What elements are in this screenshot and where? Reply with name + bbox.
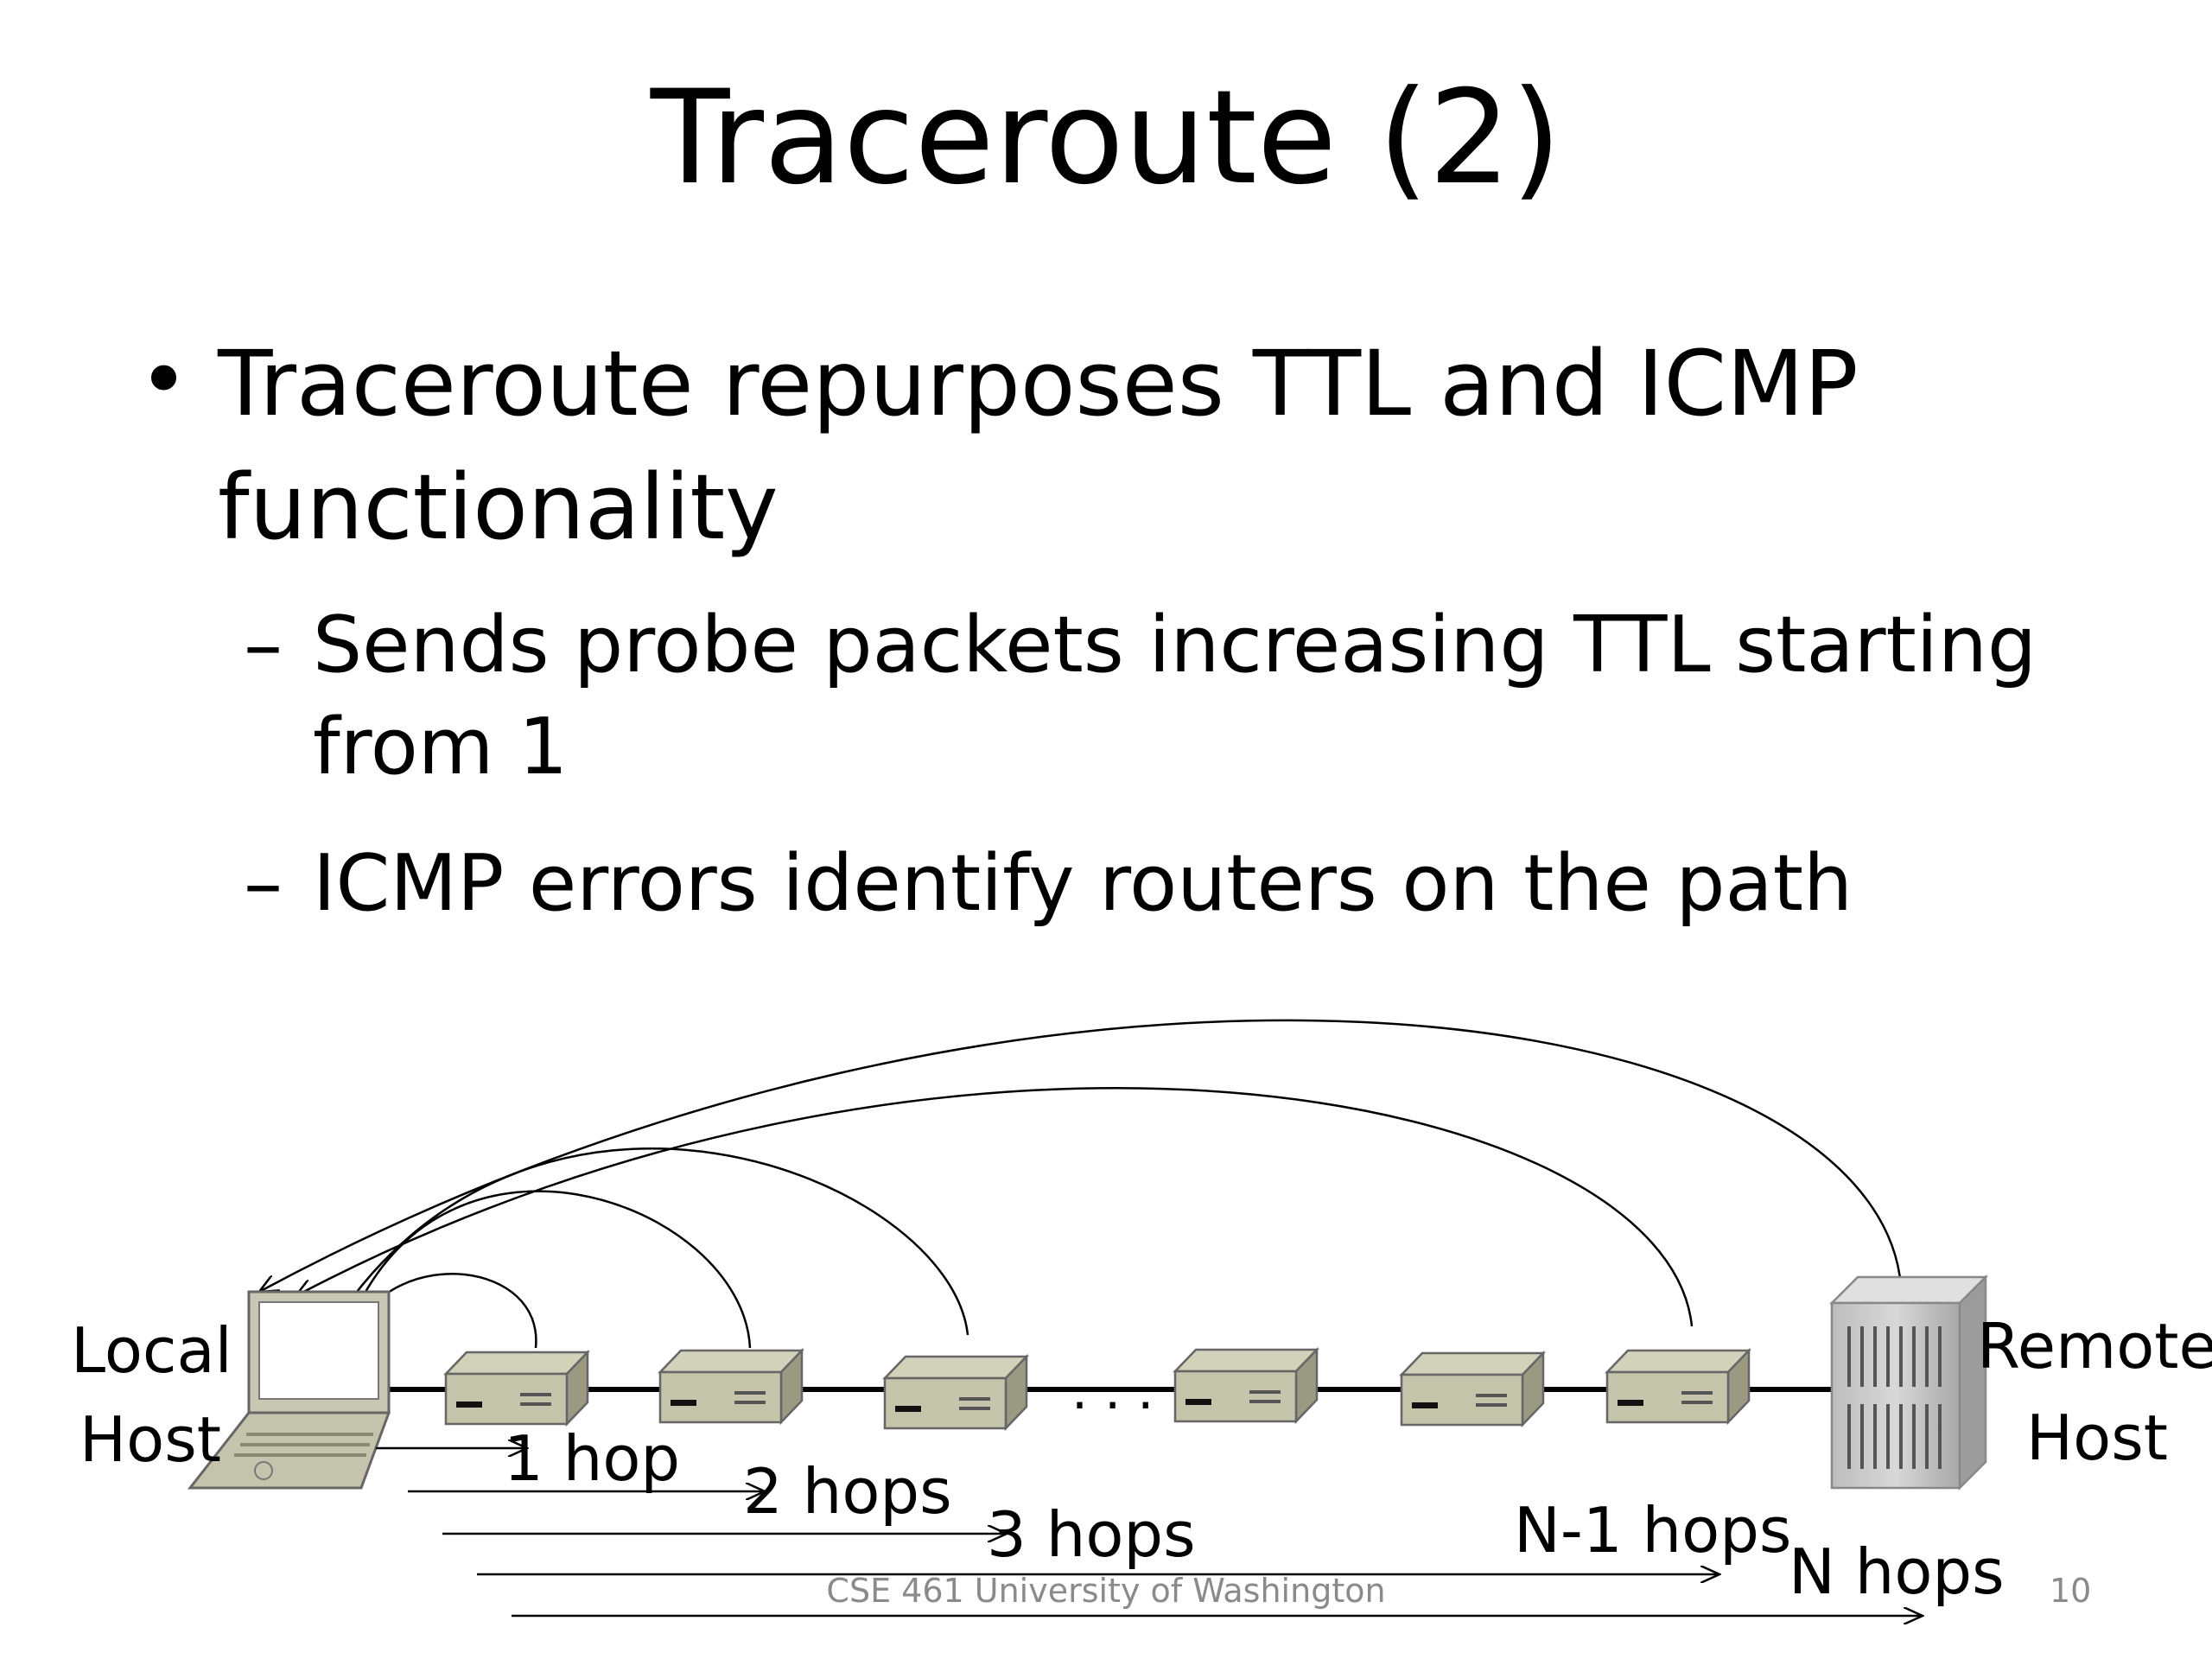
remote-host-label-1: Remote	[1977, 1310, 2212, 1382]
bullet-line-2: functionality	[218, 454, 779, 560]
router-icon-2	[658, 1347, 804, 1426]
return-arc-3	[327, 1147, 969, 1335]
hop-label-1: 1 hop	[504, 1422, 681, 1495]
router-icon-1	[443, 1349, 590, 1427]
icmp-return-arcs	[259, 1019, 1903, 1349]
bullet-line-1: Traceroute repurposes TTL and ICMP	[218, 331, 1859, 436]
slide-title: Traceroute (2)	[650, 63, 1562, 213]
return-arc-2	[344, 1190, 752, 1349]
local-host-label-2: Host	[79, 1403, 221, 1476]
sub-bullet-2-line-1: ICMP errors identify routers on the path	[313, 838, 1853, 929]
hop-label-2: 2 hops	[743, 1455, 952, 1528]
page-number: 10	[2050, 1572, 2092, 1610]
sub-bullet-marker-2: –	[244, 838, 283, 929]
router-icon-5	[1399, 1350, 1546, 1428]
hop-label-n-1: N-1 hops	[1514, 1494, 1792, 1567]
sub-bullet-1-line-2: from 1	[313, 702, 569, 792]
router-icon-6	[1605, 1347, 1751, 1426]
sub-bullet-marker-1: –	[244, 600, 283, 690]
server-icon	[1828, 1274, 1989, 1491]
return-arc-n-1	[296, 1087, 1694, 1327]
bullet-marker: •	[138, 329, 189, 430]
router-icon-4	[1173, 1346, 1319, 1425]
laptop-icon	[187, 1290, 391, 1490]
local-host-label-1: Local	[71, 1314, 232, 1387]
remote-host-label-2: Host	[2026, 1402, 2168, 1474]
probe-arrows	[376, 1448, 1923, 1616]
hop-label-3: 3 hops	[987, 1498, 1196, 1571]
router-icon-3	[882, 1353, 1029, 1432]
slide-footer: CSE 461 University of Washington	[826, 1572, 1386, 1610]
sub-bullet-1-line-1: Sends probe packets increasing TTL start…	[313, 600, 2037, 690]
return-arc-n	[259, 1019, 1903, 1292]
hop-label-n: N hops	[1789, 1535, 2005, 1608]
router-ellipsis: . . .	[1071, 1361, 1154, 1421]
